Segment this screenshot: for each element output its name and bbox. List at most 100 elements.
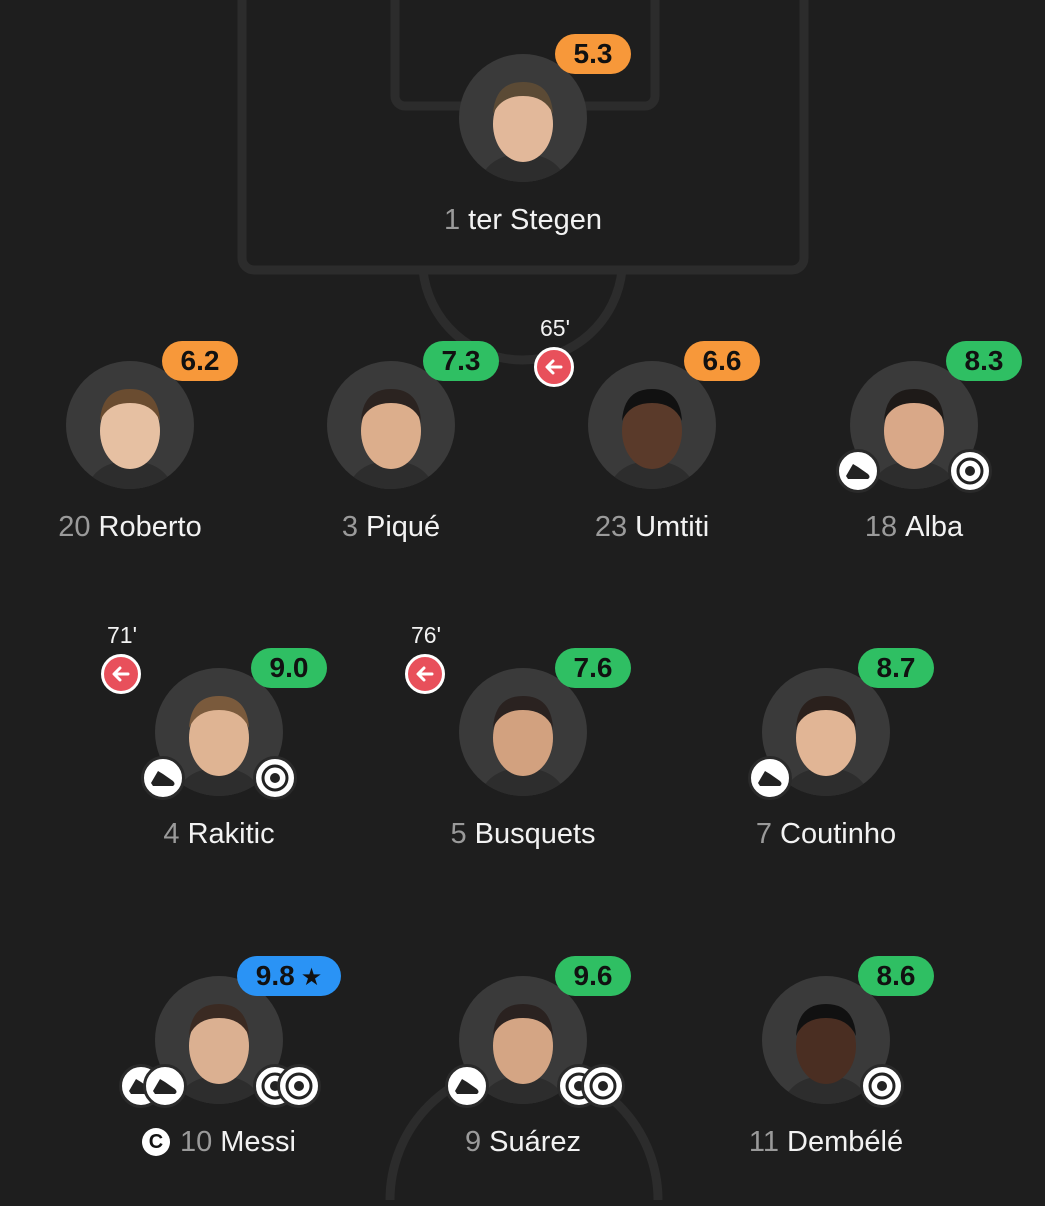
player-hair — [884, 389, 944, 421]
player-hair — [796, 1004, 856, 1036]
player-face — [361, 393, 421, 469]
player-silhouette — [870, 389, 958, 489]
player-silhouette — [782, 1004, 870, 1104]
player-photo — [327, 361, 455, 489]
player-face — [189, 1008, 249, 1084]
player-photo — [459, 668, 587, 796]
player-hair — [189, 1004, 249, 1036]
player-hair — [493, 82, 553, 114]
rating-badge: 9.0 — [251, 648, 327, 688]
boot-icon — [445, 1064, 489, 1108]
rating-badge: 6.6 — [684, 341, 760, 381]
rating-badge: 8.6 — [858, 956, 934, 996]
player-face — [796, 1008, 856, 1084]
ball-icon — [277, 1064, 321, 1108]
player-silhouette — [175, 696, 263, 796]
player-face — [622, 393, 682, 469]
substitution-minute: 76' — [411, 622, 441, 648]
player-face — [493, 86, 553, 162]
rating-badge: 9.8★ — [237, 956, 341, 996]
player-photo — [459, 54, 587, 182]
substitution-minute: 65' — [540, 315, 570, 341]
player-photo — [762, 668, 890, 796]
player-hair — [622, 389, 682, 421]
player-shirt — [347, 461, 435, 489]
player-face — [189, 700, 249, 776]
player-face — [493, 700, 553, 776]
player-shirt — [608, 461, 696, 489]
boot-icon — [836, 449, 880, 493]
player-shirt — [86, 461, 174, 489]
rating-badge: 8.7 — [858, 648, 934, 688]
player-shirt — [479, 1076, 567, 1104]
player-silhouette — [479, 82, 567, 182]
rating-badge: 7.3 — [423, 341, 499, 381]
player-shirt — [479, 154, 567, 182]
player-hair — [189, 696, 249, 728]
player-face — [100, 393, 160, 469]
player-shirt — [782, 1076, 870, 1104]
player-shirt — [175, 1076, 263, 1104]
boot-icon — [141, 756, 185, 800]
player-photo — [588, 361, 716, 489]
player-hair — [796, 696, 856, 728]
rating-badge: 9.6 — [555, 956, 631, 996]
sub-out-arrow-icon — [101, 654, 141, 694]
player-silhouette — [479, 696, 567, 796]
player-shirt — [479, 768, 567, 796]
boot-icon — [143, 1064, 187, 1108]
rating-badge: 6.2 — [162, 341, 238, 381]
player-silhouette — [608, 389, 696, 489]
player-hair — [493, 696, 553, 728]
sub-out-arrow-icon — [534, 347, 574, 387]
player-face — [796, 700, 856, 776]
ball-icon — [581, 1064, 625, 1108]
sub-out-arrow-icon — [405, 654, 445, 694]
ball-icon — [860, 1064, 904, 1108]
player-shirt — [782, 768, 870, 796]
substitution-minute: 71' — [107, 622, 137, 648]
player-silhouette — [782, 696, 870, 796]
player-shirt — [175, 768, 263, 796]
player-hair — [493, 1004, 553, 1036]
star-icon: ★ — [300, 964, 323, 991]
rating-badge: 7.6 — [555, 648, 631, 688]
player-hair — [100, 389, 160, 421]
captain-icon: C — [142, 1128, 170, 1156]
ball-icon — [253, 756, 297, 800]
player-silhouette — [347, 389, 435, 489]
rating-badge: 8.3 — [946, 341, 1022, 381]
player-silhouette — [479, 1004, 567, 1104]
rating-badge: 5.3 — [555, 34, 631, 74]
player-hair — [361, 389, 421, 421]
player-silhouette — [175, 1004, 263, 1104]
player-photo — [66, 361, 194, 489]
player-silhouette — [86, 389, 174, 489]
player-shirt — [870, 461, 958, 489]
player-face — [884, 393, 944, 469]
boot-icon — [748, 756, 792, 800]
player-face — [493, 1008, 553, 1084]
